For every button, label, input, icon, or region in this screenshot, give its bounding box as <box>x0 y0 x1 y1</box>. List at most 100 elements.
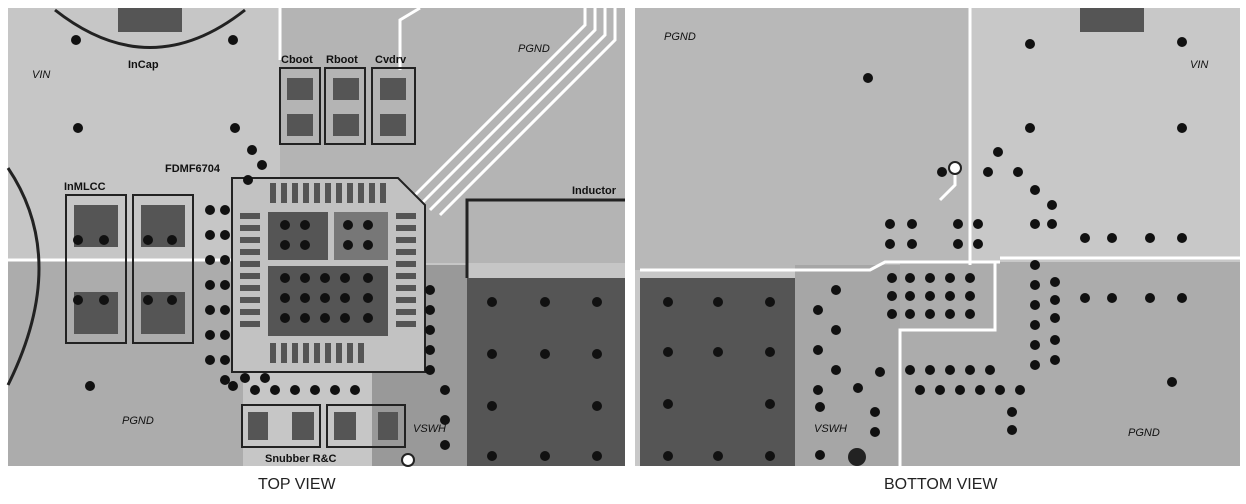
via-dot <box>815 402 825 412</box>
via-dot <box>1025 123 1035 133</box>
via-dot <box>592 349 602 359</box>
via-dot <box>143 295 153 305</box>
via-dot <box>1080 293 1090 303</box>
via-dot <box>167 295 177 305</box>
top-view-caption: TOP VIEW <box>258 476 336 493</box>
via-dot <box>985 365 995 375</box>
via-dot <box>487 297 497 307</box>
via-dot <box>205 205 215 215</box>
via-dot <box>813 345 823 355</box>
via-dot <box>1050 295 1060 305</box>
incap-pad <box>118 8 182 32</box>
via-dot <box>713 297 723 307</box>
via-dot <box>320 273 330 283</box>
via-dot <box>425 345 435 355</box>
via-dot <box>1107 293 1117 303</box>
via-dot <box>220 375 230 385</box>
top-vin-label: VIN <box>32 69 50 81</box>
via-dot <box>300 220 310 230</box>
via-dot <box>85 381 95 391</box>
via-dot <box>220 355 230 365</box>
via-dot <box>1050 313 1060 323</box>
via-dot <box>965 273 975 283</box>
via-dot <box>663 451 673 461</box>
via-dot <box>915 385 925 395</box>
via-dot <box>343 220 353 230</box>
via-dot <box>99 235 109 245</box>
incap-label: InCap <box>128 59 159 71</box>
via-dot <box>363 240 373 250</box>
via-dot <box>973 219 983 229</box>
via-dot <box>907 219 917 229</box>
snubber-label: Snubber R&C <box>265 453 337 465</box>
top-inductor-pad <box>467 278 625 466</box>
via-dot <box>363 273 373 283</box>
via-dot <box>220 330 230 340</box>
via-dot <box>870 407 880 417</box>
via-dot <box>813 385 823 395</box>
top-vswh-label: VSWH <box>413 423 446 435</box>
via-dot <box>965 365 975 375</box>
via-dot <box>945 365 955 375</box>
cin-outline <box>6 167 41 386</box>
via-dot <box>1050 277 1060 287</box>
via-dot <box>663 347 673 357</box>
via-dot <box>340 313 350 323</box>
via-dot <box>995 385 1005 395</box>
via-dot <box>973 239 983 249</box>
via-dot <box>831 325 841 335</box>
via-dot <box>1030 185 1040 195</box>
via-dot <box>280 313 290 323</box>
via-dot <box>230 123 240 133</box>
via-dot <box>487 349 497 359</box>
via-dot <box>220 305 230 315</box>
via-dot <box>310 385 320 395</box>
bottom-pgnd-bottom-label: PGND <box>1128 427 1160 439</box>
via-dot <box>975 385 985 395</box>
via-dot <box>270 385 280 395</box>
via-dot <box>765 297 775 307</box>
via-dot <box>663 297 673 307</box>
via-dot <box>1030 340 1040 350</box>
via-dot <box>953 219 963 229</box>
via-dot <box>1030 280 1040 290</box>
bottom-view-caption: BOTTOM VIEW <box>884 476 998 493</box>
via-dot <box>925 365 935 375</box>
via-dot <box>937 167 947 177</box>
via-dot <box>300 273 310 283</box>
via-dot <box>363 313 373 323</box>
via-dot <box>1007 425 1017 435</box>
via-dot <box>765 347 775 357</box>
via-dot <box>945 309 955 319</box>
via-dot <box>363 293 373 303</box>
via-dot <box>1177 233 1187 243</box>
via-dot <box>205 255 215 265</box>
via-dot <box>363 220 373 230</box>
bottom-pgnd-plane-top <box>635 8 970 270</box>
via-dot <box>1030 300 1040 310</box>
via-dot <box>440 440 450 450</box>
via-dot <box>1050 355 1060 365</box>
via-dot <box>1167 377 1177 387</box>
via-dot <box>205 355 215 365</box>
via-dot <box>425 285 435 295</box>
via-dot <box>887 273 897 283</box>
via-dot <box>863 73 873 83</box>
snubber-components <box>241 404 406 448</box>
via-dot <box>945 291 955 301</box>
via-dot <box>955 385 965 395</box>
via-dot <box>73 295 83 305</box>
top-vias <box>71 35 602 461</box>
via-dot <box>1025 39 1035 49</box>
via-dot <box>220 205 230 215</box>
boot-components <box>279 67 416 145</box>
via-dot <box>1030 260 1040 270</box>
via-dot <box>1013 167 1023 177</box>
via-dot <box>1080 233 1090 243</box>
via-dot <box>280 240 290 250</box>
via-dot <box>592 451 602 461</box>
gate-traces <box>398 6 617 217</box>
via-dot <box>487 451 497 461</box>
via-dot <box>905 309 915 319</box>
via-dot <box>300 240 310 250</box>
